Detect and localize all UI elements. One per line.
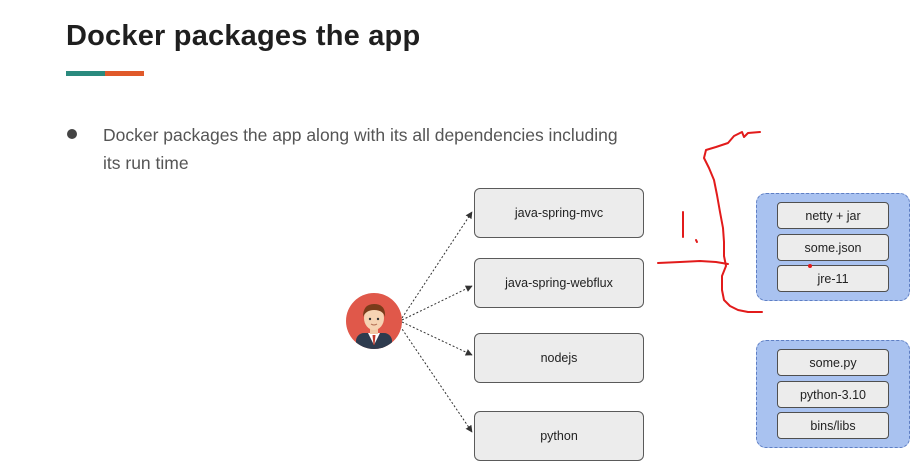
stack-item-bins-libs: bins/libs [777, 412, 889, 439]
stack-item-some-json: some.json [777, 234, 889, 261]
bullet-icon [67, 129, 77, 139]
bullet-line-1: Docker packages the app along with its a… [103, 125, 618, 145]
arrow-to-java-spring-mvc [401, 211, 473, 319]
arrow-to-python [399, 325, 473, 433]
person-avatar-icon [346, 293, 402, 349]
choice-java-spring-webflux: java-spring-webflux [474, 258, 644, 308]
java-container-stack: netty + jar some.json jre-11 [756, 193, 910, 301]
python-container-stack: some.py python-3.10 bins/libs [756, 340, 910, 448]
slide-title: Docker packages the app [66, 20, 421, 52]
stack-item-python-3-10: python-3.10 [777, 381, 889, 408]
stack-item-jre-11: jre-11 [777, 265, 889, 292]
choice-java-spring-mvc: java-spring-mvc [474, 188, 644, 238]
arrow-to-java-spring-webflux [401, 285, 473, 321]
bullet-text: Docker packages the app along with its a… [103, 121, 663, 177]
arrow-to-nodejs [401, 321, 473, 356]
bullet-line-2: its run time [103, 153, 189, 173]
accent-bar-orange [105, 71, 144, 76]
choice-python: python [474, 411, 644, 461]
choice-nodejs: nodejs [474, 333, 644, 383]
stack-item-netty-jar: netty + jar [777, 202, 889, 229]
stack-item-some-py: some.py [777, 349, 889, 376]
accent-bar-teal [66, 71, 105, 76]
title-accent-bar [66, 71, 144, 76]
